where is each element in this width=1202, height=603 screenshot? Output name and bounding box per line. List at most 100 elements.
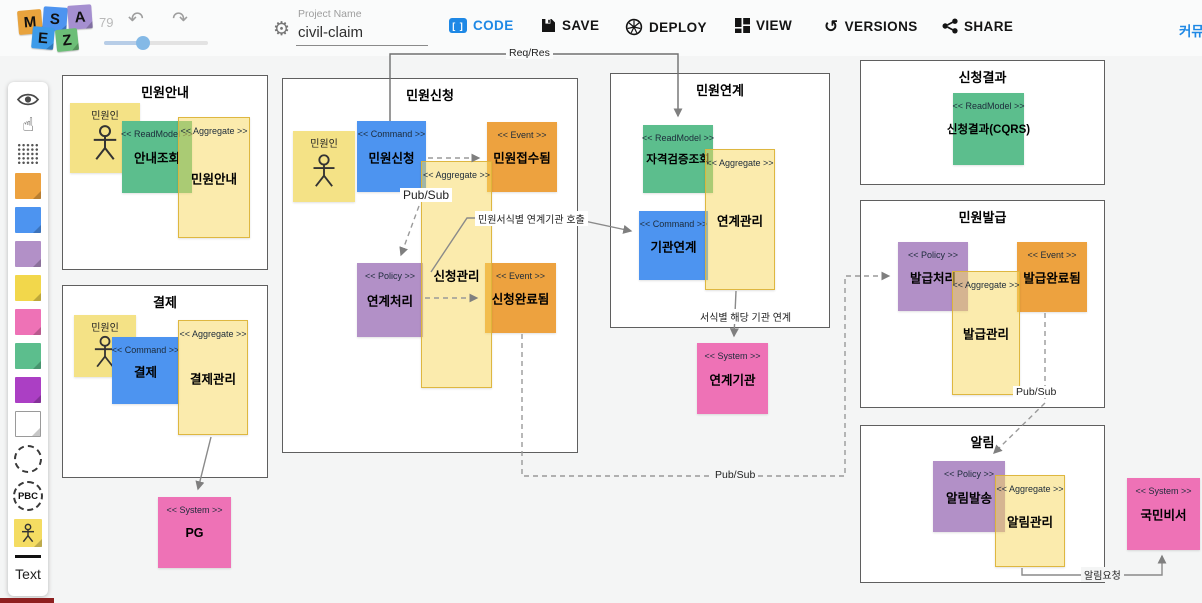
actor-figure-icon [22,523,34,543]
share-icon [942,18,958,34]
sticker-name-label: 민원접수됨 [493,151,551,166]
connector-label-pubsub-bottom: Pub/Sub [712,469,759,481]
sticker-name-label: 연계기관 [709,373,756,387]
context-title: 알림 [970,435,995,450]
palette-sticker-event-orange[interactable] [15,173,41,199]
sticker-name-label: 연계관리 [716,214,764,228]
palette-sticker-external-pink[interactable] [15,309,41,335]
sticker-type-label: << Command >> [639,219,708,229]
palette-sticker-command-blue[interactable] [15,207,41,233]
sticker-readmodel-result[interactable]: << ReadModel >> 신청결과(CQRS) [947,93,1030,165]
sticker-system-link-org[interactable]: << System >> 연계기관 [697,343,768,414]
visibility-eye-icon[interactable] [16,91,40,108]
line-divider-tool[interactable] [15,555,41,558]
sticker-system-secretary[interactable]: << System >> 국민비서 [1127,478,1200,550]
context-title: 민원안내 [141,85,189,100]
settings-gear-icon[interactable]: ⚙ [273,19,291,40]
project-name-label: Project Name [298,8,362,20]
sticker-type-label: << Command >> [111,345,180,355]
sticker-readmodel-verify[interactable]: << ReadModel >> 자격검증조회 [641,125,715,193]
tool-palette-sidebar: ☝ PBC Text [8,82,48,596]
text-tool[interactable]: Text [15,566,41,582]
pbc-tool[interactable]: PBC [13,481,43,511]
view-grid-icon [735,18,750,33]
palette-sticker-white[interactable] [15,411,41,437]
sticker-system-pg[interactable]: << System >> PG [158,497,231,568]
palette-sticker-policy-purple[interactable] [15,241,41,267]
sticker-type-label: << System >> [166,505,223,515]
palette-sticker-aggregate-yellow[interactable] [15,275,41,301]
sticker-command-org-link[interactable]: << Command >> 기관연계 [639,211,708,280]
bounded-context-circle-tool[interactable] [14,445,42,473]
save-button[interactable]: SAVE [541,18,599,33]
sticker-type-label: << System >> [1135,486,1192,496]
logo-tile-z: Z [54,27,80,53]
context-title: 민원발급 [958,210,1007,225]
sticker-name-label: 연계처리 [366,294,414,309]
redo-button[interactable]: ↷ [172,9,188,30]
sticker-policy-notify[interactable]: << Policy >> 알림발송 [933,461,1005,532]
share-button[interactable]: SHARE [942,18,1013,34]
sticker-event-received[interactable]: << Event >> 민원접수됨 [487,122,557,192]
sticker-type-label: << System >> [704,351,761,361]
versions-button[interactable]: ↺ VERSIONS [824,18,918,35]
history-restore-icon: ↺ [824,17,839,36]
actor-figure-icon [313,154,335,187]
bottom-red-strip [0,598,54,603]
sticker-command-payment[interactable]: << Command >> 결제 [112,337,179,404]
sticker-event-completed[interactable]: << Event >> 신청완료됨 [485,263,556,333]
sticker-aggregate-notify[interactable]: << Aggregate >> 알림관리 [995,475,1065,567]
share-button-label: SHARE [964,18,1014,34]
community-link[interactable]: 커뮤 [1179,24,1202,39]
context-title: 민원신청 [406,88,454,103]
sticker-aggregate-guide[interactable]: << Aggregate >> 민원안내 [178,117,250,238]
context-title: 신청결과 [958,70,1007,85]
sticker-type-label: << Aggregate >> [179,329,247,339]
sticker-type-label: << Policy >> [943,469,995,479]
sticker-name-label: 신청관리 [433,269,480,283]
sticker-name-label: 민원안내 [190,172,238,186]
logo-tile-e: E [31,26,55,50]
sticker-type-label: << ReadModel >> [120,129,194,139]
sticker-aggregate-payment[interactable]: << Aggregate >> 결제관리 [178,320,248,435]
sticker-event-issued[interactable]: << Event >> 발급완료됨 [1017,242,1087,312]
palette-sticker-ui-magenta[interactable] [15,377,41,403]
code-button-label: CODE [473,18,514,33]
sticker-name-label: 신청결과(CQRS) [946,124,1031,136]
sticker-type-label: << ReadModel >> [641,133,715,143]
sticker-type-label: << Aggregate >> [422,170,491,180]
sticker-name-label: 발급완료됨 [1023,271,1081,286]
actor-tool[interactable] [14,519,42,547]
sticker-name-label: 국민비서 [1140,508,1187,523]
sticker-actor-claim[interactable]: 민원인 [293,131,355,202]
sticker-type-label: << Aggregate >> [706,158,774,168]
sticker-type-label: << Aggregate >> [996,484,1064,494]
kubernetes-wheel-icon [625,18,643,36]
logo-tile-a: A [67,4,93,30]
hand-select-tool-icon[interactable]: ☝ [22,115,34,136]
undo-button[interactable]: ↶ [128,9,144,30]
deploy-button-label: DEPLOY [649,19,707,35]
actor-figure-icon [94,335,116,368]
sticker-name-label: 민원신청 [368,151,415,165]
zoom-slider-thumb[interactable] [136,36,150,50]
zoom-slider[interactable] [104,36,208,50]
marquee-selection-tool-icon[interactable] [17,143,39,165]
top-toolbar: M S A E Z 79 ↶ ↷ ⚙ Project Name [ ] CODE… [0,0,1202,56]
view-button[interactable]: VIEW [735,18,792,33]
sticker-type-label: << Aggregate >> [952,280,1020,290]
msaez-logo[interactable]: M S A E Z [16,4,98,53]
palette-sticker-readmodel-green[interactable] [15,343,41,369]
code-brackets-icon: [ ] [449,18,467,33]
actor-name-label: 민원인 [91,323,119,334]
sticker-aggregate-link[interactable]: << Aggregate >> 연계관리 [705,149,775,290]
sticker-policy-link-process[interactable]: << Policy >> 연계처리 [357,263,423,337]
sticker-command-claim[interactable]: << Command >> 민원신청 [357,121,426,192]
deploy-button[interactable]: DEPLOY [625,18,707,36]
project-name-input[interactable] [296,22,428,46]
zoom-percent-value: 79 [99,15,114,30]
connector-label-notify-request: 알림요청 [1081,567,1124,582]
sticker-aggregate-issue[interactable]: << Aggregate >> 발급관리 [952,271,1020,395]
code-button[interactable]: [ ] CODE [449,18,514,33]
